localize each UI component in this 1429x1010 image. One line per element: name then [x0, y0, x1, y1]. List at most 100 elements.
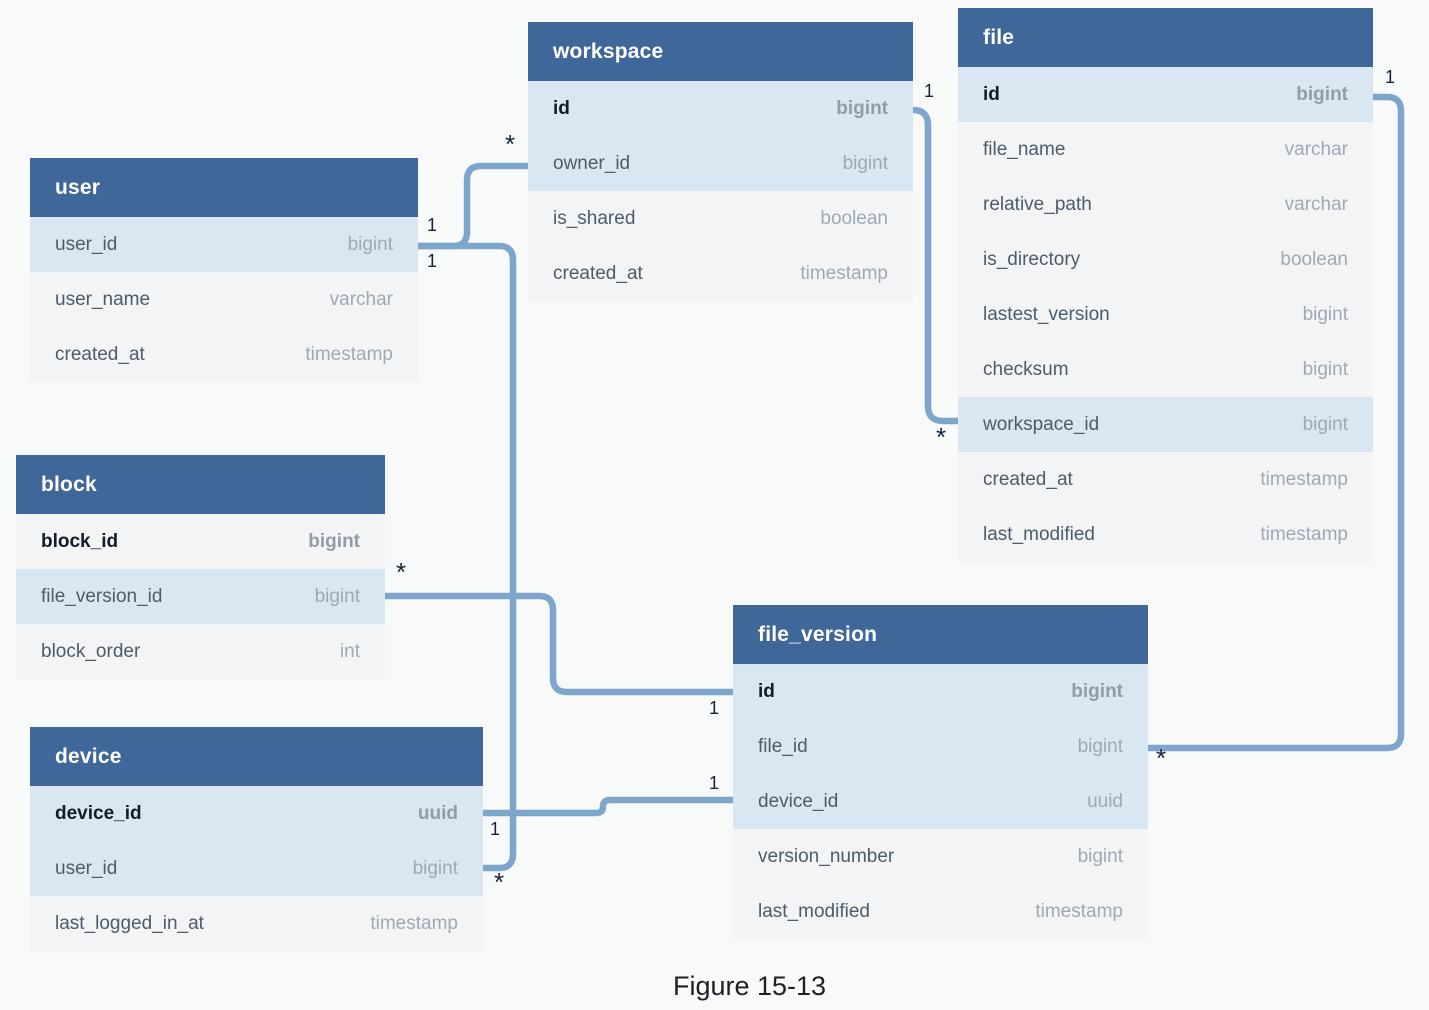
field-type: bigint [347, 233, 393, 255]
field-name: block_order [41, 640, 141, 662]
row-file_version-device_id: device_id uuid [733, 774, 1148, 829]
cardinality-label: 1 [1385, 67, 1396, 87]
field-name: id [983, 83, 1000, 105]
row-file-relative_path: relative_path varchar [958, 177, 1373, 232]
field-type: bigint [1302, 358, 1348, 380]
table-title: block [41, 472, 97, 496]
connector-file-file_version [1148, 93, 1405, 752]
row-file_version-last_modified: last_modified timestamp [733, 884, 1148, 939]
field-type: bigint [1302, 413, 1348, 435]
field-name: block_id [41, 530, 119, 552]
field-type: bigint [308, 530, 360, 552]
connector-device-file_version [483, 796, 733, 817]
table-title: workspace [553, 39, 664, 63]
field-name: user_id [55, 857, 118, 879]
row-file-checksum: checksum bigint [958, 342, 1373, 397]
row-workspace-owner_id: owner_id bigint [528, 136, 913, 191]
field-type: timestamp [305, 343, 393, 365]
field-type: bigint [1071, 680, 1123, 702]
field-name: owner_id [553, 152, 631, 174]
field-type: boolean [1280, 248, 1348, 270]
row-block-block_order: block_order int [16, 624, 385, 679]
cardinality-label: * [505, 129, 516, 159]
field-name: workspace_id [983, 413, 1100, 435]
row-device-last_logged_in_at: last_logged_in_at timestamp [30, 896, 483, 951]
row-device-device_id: device_id uuid [30, 786, 483, 841]
field-name: checksum [983, 358, 1069, 380]
field-name: version_number [758, 845, 895, 867]
row-file_version-id: id bigint [733, 664, 1148, 719]
field-type: bigint [412, 857, 458, 879]
row-workspace-is_shared: is_shared boolean [528, 191, 913, 246]
table-workspace: workspace id bigint owner_id bigint is_s… [528, 22, 913, 301]
table-title: user [55, 175, 101, 199]
table-user-header: user [30, 158, 418, 217]
field-type: bigint [1302, 303, 1348, 325]
table-file_version: file_version id bigint file_id bigint de… [733, 605, 1148, 939]
row-block-block_id: block_id bigint [16, 514, 385, 569]
field-type: bigint [1077, 735, 1123, 757]
cardinality-label: * [936, 422, 947, 452]
cardinality-label: 1 [924, 81, 935, 101]
field-type: bigint [1077, 845, 1123, 867]
row-device-user_id: user_id bigint [30, 841, 483, 896]
table-device: device device_id uuid user_id bigint las… [30, 727, 483, 951]
table-file_version-header: file_version [733, 605, 1148, 664]
field-type: bigint [1296, 83, 1348, 105]
field-name: created_at [983, 468, 1073, 490]
row-file-file_name: file_name varchar [958, 122, 1373, 177]
table-block-header: block [16, 455, 385, 514]
row-file-workspace_id: workspace_id bigint [958, 397, 1373, 452]
field-name: last_logged_in_at [55, 912, 204, 934]
field-name: user_name [55, 288, 151, 310]
table-user: user user_id bigint user_name varchar cr… [30, 158, 418, 382]
field-name: file_id [758, 735, 808, 757]
field-name: created_at [553, 262, 643, 284]
row-block-file_version_id: file_version_id bigint [16, 569, 385, 624]
connector-block-file_version [385, 592, 733, 696]
field-type: varchar [1284, 193, 1348, 215]
field-name: id [758, 680, 775, 702]
row-user-user_id: user_id bigint [30, 217, 418, 272]
field-name: lastest_version [983, 303, 1110, 325]
row-user-user_name: user_name varchar [30, 272, 418, 327]
connector-workspace-file [912, 106, 958, 425]
field-type: varchar [329, 288, 393, 310]
cardinality-label: * [396, 557, 407, 587]
field-name: created_at [55, 343, 145, 365]
cardinality-label: 1 [427, 215, 438, 235]
field-name: file_version_id [41, 585, 163, 607]
row-workspace-created_at: created_at timestamp [528, 246, 913, 301]
field-type: timestamp [370, 912, 458, 934]
field-name: id [553, 97, 570, 119]
cardinality-label: 1 [709, 698, 720, 718]
field-type: bigint [314, 585, 360, 607]
row-file-is_directory: is_directory boolean [958, 232, 1373, 287]
field-type: bigint [842, 152, 888, 174]
table-device-header: device [30, 727, 483, 786]
field-name: last_modified [758, 900, 870, 922]
cardinality-label: 1 [490, 819, 501, 839]
table-title: file_version [758, 622, 878, 646]
field-name: file_name [983, 138, 1066, 160]
table-file: file id bigint file_name varchar relativ… [958, 8, 1373, 562]
row-file-created_at: created_at timestamp [958, 452, 1373, 507]
field-type: bigint [836, 97, 888, 119]
cardinality-label: * [494, 867, 505, 897]
row-file_version-file_id: file_id bigint [733, 719, 1148, 774]
field-type: timestamp [1035, 900, 1123, 922]
field-name: device_id [758, 790, 839, 812]
row-user-created_at: created_at timestamp [30, 327, 418, 382]
table-title: device [55, 744, 122, 768]
field-type: timestamp [1260, 523, 1348, 545]
row-file-last_modified: last_modified timestamp [958, 507, 1373, 562]
row-workspace-id: id bigint [528, 81, 913, 136]
field-type: uuid [1087, 790, 1123, 812]
field-name: device_id [55, 802, 142, 824]
field-name: last_modified [983, 523, 1095, 545]
cardinality-label: 1 [709, 773, 720, 793]
field-type: timestamp [800, 262, 888, 284]
connector-user-device [418, 242, 517, 872]
field-type: boolean [820, 207, 888, 229]
